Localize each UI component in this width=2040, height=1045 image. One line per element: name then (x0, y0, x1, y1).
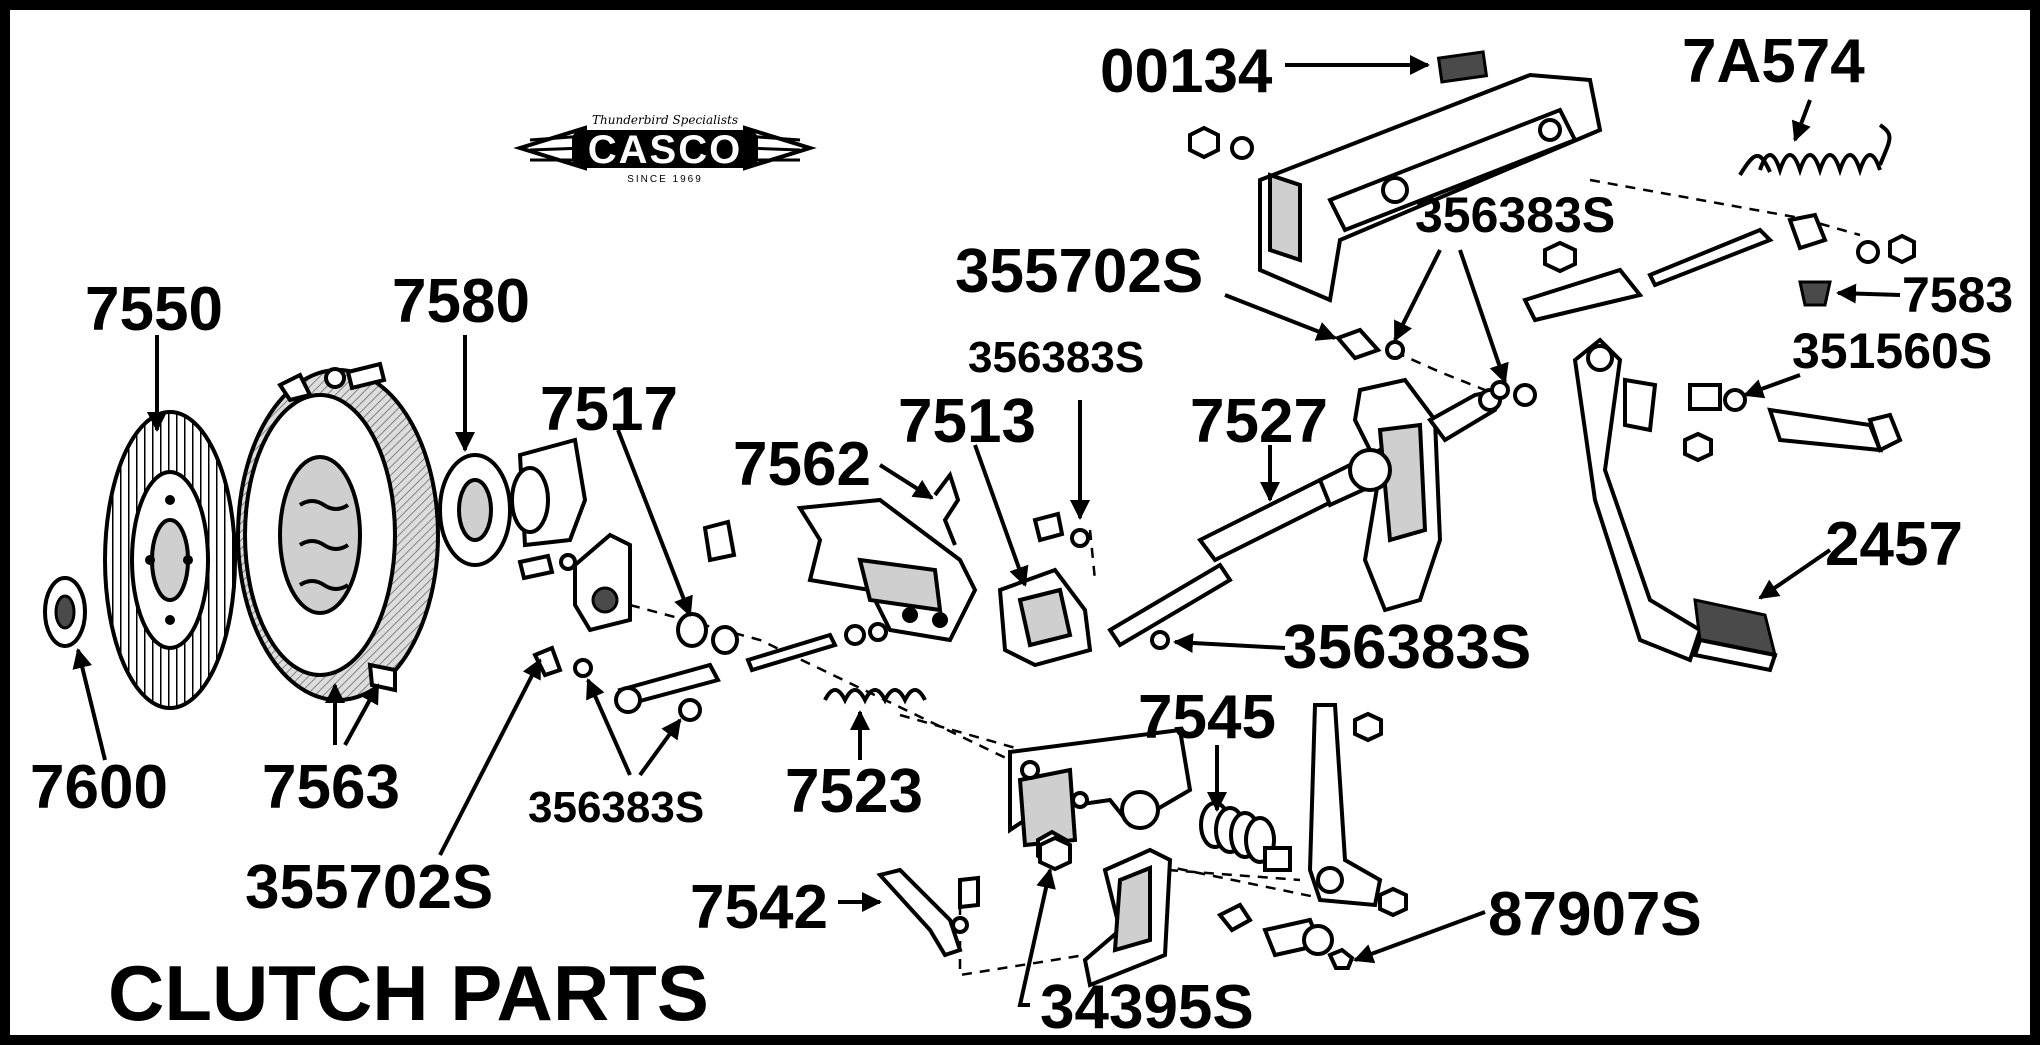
callout-labels: 00134 7A574 356383S 355702S 7583 351560S… (30, 27, 2013, 1042)
washer-356383S-upper (1490, 380, 1510, 400)
logo-since: SINCE 1969 (627, 174, 703, 185)
label-34395S: 34395S (1040, 973, 1254, 1042)
casco-logo: CASCO Thunderbird Specialists SINCE 1969 (513, 113, 817, 185)
pressure-plate-7563 (236, 368, 440, 702)
label-7523: 7523 (785, 757, 923, 826)
label-7562: 7562 (733, 430, 871, 499)
release-bearing-7580 (438, 437, 588, 567)
rod-end-low (532, 645, 721, 722)
label-87907S: 87907S (1488, 880, 1702, 949)
label-351560S: 351560S (1792, 323, 1992, 379)
clutch-disc-7550 (103, 410, 237, 710)
bolt-355702S-top (1334, 327, 1405, 361)
clutch-release-rod (1107, 377, 1537, 648)
diagram-title: CLUTCH PARTS (108, 949, 709, 1037)
label-7583: 7583 (1902, 267, 2013, 323)
washer-356383S-right (1150, 630, 1170, 650)
logo-tagline: Thunderbird Specialists (592, 113, 738, 127)
pad-00134 (1436, 50, 1489, 84)
rod-7542 (876, 867, 980, 958)
label-7580: 7580 (392, 267, 530, 336)
label-356383S-right: 356383S (1283, 613, 1531, 682)
label-355702S-top: 355702S (955, 237, 1203, 306)
clutch-pedal (1572, 337, 1778, 673)
logo-brand: CASCO (588, 128, 742, 172)
label-7563: 7563 (262, 753, 400, 822)
pedal-support-bracket (1258, 50, 1603, 303)
label-7600: 7600 (30, 753, 168, 822)
label-7527: 7527 (1190, 387, 1328, 456)
label-356383S-low: 356383S (528, 783, 704, 832)
label-7550: 7550 (85, 275, 223, 344)
pivot-bolt-assembly (1683, 383, 1903, 463)
label-00134: 00134 (1100, 37, 1273, 106)
spring-bracket (1787, 212, 1916, 307)
label-356383S-top: 356383S (1415, 187, 1615, 243)
nut-34395S (1038, 835, 1072, 872)
logo-badge (572, 130, 758, 168)
pressure-plate-bolt (324, 361, 387, 391)
clevis-bracket (997, 511, 1093, 668)
return-spring-7523 (823, 688, 927, 705)
label-7513: 7513 (898, 387, 1036, 456)
label-356383S-mid: 356383S (968, 333, 1144, 382)
label-7517: 7517 (540, 375, 678, 444)
support-bracket (1038, 835, 1173, 988)
lower-bracket (1008, 727, 1193, 867)
bolt-and-washer-left (517, 553, 577, 581)
bolt-87907S-assembly (1216, 902, 1355, 970)
label-7542: 7542 (690, 873, 828, 942)
label-2457: 2457 (1825, 510, 1963, 579)
ball-stud-7517 (573, 519, 739, 655)
label-355702S-low: 355702S (245, 853, 493, 922)
leader-arrows (72, 55, 1901, 1007)
pilot-bearing-7600 (43, 576, 87, 648)
equalizer-lever (1263, 703, 1408, 918)
return-spring-7A574 (1738, 123, 1892, 177)
label-7545: 7545 (1138, 683, 1276, 752)
clip-7562 (933, 470, 961, 546)
release-fork-7513 (796, 497, 978, 643)
bracket-nuts (1188, 125, 1254, 160)
bumper-7583 (1798, 280, 1832, 307)
adjusting-rod (745, 632, 838, 673)
label-7A574: 7A574 (1682, 27, 1865, 96)
push-rod-top (1522, 227, 1774, 323)
